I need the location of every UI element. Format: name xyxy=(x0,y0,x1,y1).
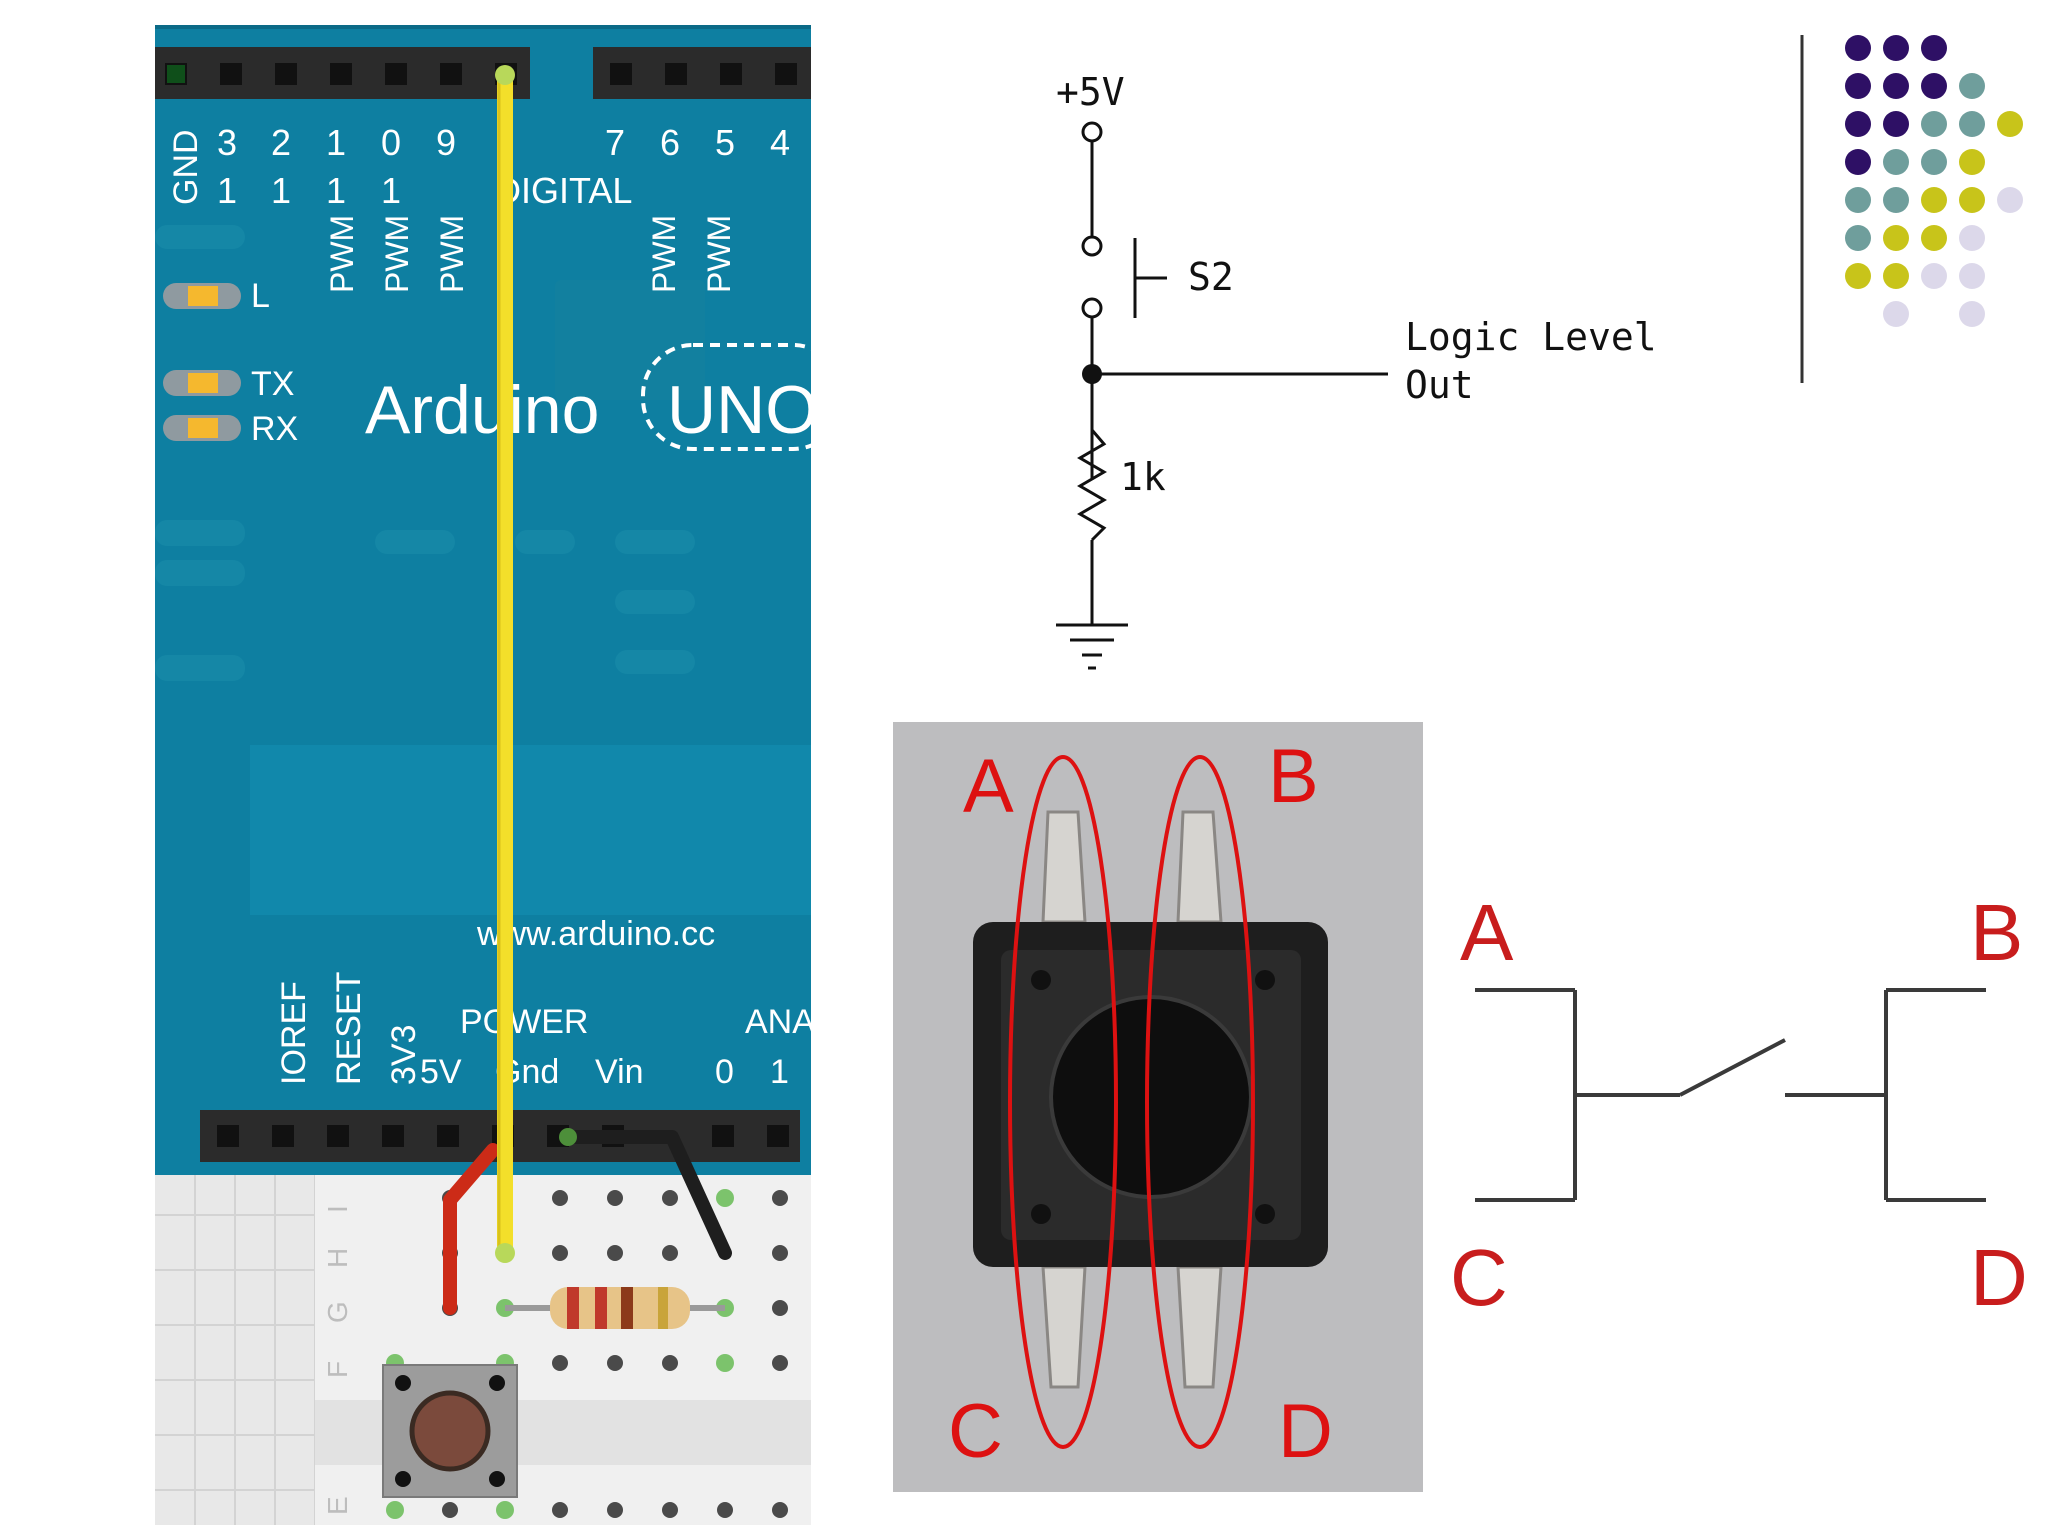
switch-label-b: B xyxy=(1970,888,2023,977)
supply-label: +5V xyxy=(1056,70,1125,114)
pushbutton-photo: A B C D xyxy=(893,722,1423,1492)
photo-label-b: B xyxy=(1268,734,1319,819)
pwm-label-6: PWM xyxy=(646,215,682,293)
row-label-f: F xyxy=(322,1361,353,1378)
pin-label-5: 5 xyxy=(715,122,735,163)
arduino-board xyxy=(155,25,811,1175)
led-tx-label: TX xyxy=(251,365,294,403)
pulldown-schematic: +5V S2 Logic Level Out 1k xyxy=(1056,70,1657,670)
power-label: POWER xyxy=(460,1003,588,1041)
pushbutton-plunger xyxy=(1049,995,1253,1199)
pin-label-13-tens: 3 xyxy=(217,122,237,163)
resistor-1k xyxy=(505,1287,725,1329)
vin-label: Vin xyxy=(595,1053,644,1091)
arduino-url: www.arduino.cc xyxy=(476,915,715,953)
red-wire xyxy=(443,1143,500,1315)
gnd-pin-label: GND xyxy=(167,129,205,205)
pin-label-12-units: 1 xyxy=(271,170,291,211)
pin-label-11-tens: 1 xyxy=(326,122,346,163)
decorative-dot-grid xyxy=(1800,35,2023,383)
5v-label: 5V xyxy=(420,1053,462,1091)
pin-label-11-units: 1 xyxy=(326,170,346,211)
analog-label: ANA xyxy=(745,1003,811,1041)
annotation-ellipse-ac xyxy=(1008,755,1118,1449)
output-label-line2: Out xyxy=(1405,363,1474,407)
annotation-ellipse-bd xyxy=(1145,755,1255,1449)
digital-label: DIGITAL xyxy=(495,170,632,211)
switch-label-a: A xyxy=(1460,888,1514,977)
pin-label-6: 6 xyxy=(660,122,680,163)
photo-label-d: D xyxy=(1278,1389,1333,1474)
pwm-label-10: PWM xyxy=(379,215,415,293)
supply-terminal xyxy=(1081,121,1103,143)
arduino-logo-text: Arduino xyxy=(365,372,599,448)
led-rx-label: RX xyxy=(251,410,298,448)
a0-label: 0 xyxy=(715,1053,734,1091)
pin-label-7: 7 xyxy=(605,122,625,163)
resistor-symbol xyxy=(1077,429,1107,542)
switch-label: S2 xyxy=(1188,255,1234,299)
photo-label-c: C xyxy=(948,1389,1003,1474)
switch-label-c: C xyxy=(1450,1233,1508,1320)
led-l xyxy=(188,286,218,306)
pin-label-12-tens: 2 xyxy=(271,122,291,163)
black-wire xyxy=(561,1130,732,1260)
led-tx xyxy=(188,373,218,393)
ioref-label: IOREF xyxy=(275,981,313,1085)
photo-label-a: A xyxy=(963,744,1014,829)
row-label-h: H xyxy=(322,1248,353,1268)
pin-label-9: 9 xyxy=(436,122,456,163)
switch-lever xyxy=(1679,1038,1786,1097)
uno-badge xyxy=(641,343,811,451)
row-label-i: I xyxy=(322,1205,353,1213)
pin-label-10-units: 1 xyxy=(381,170,401,211)
arduino-breadboard-illustration: GND 3 2 1 0 9 7 6 5 4 1 1 1 1 DIGITAL PW… xyxy=(155,25,811,1525)
pin-label-10-tens: 0 xyxy=(381,122,401,163)
led-l-label: L xyxy=(251,277,270,315)
pwm-label-9: PWM xyxy=(434,215,470,293)
row-label-e: E xyxy=(322,1496,353,1515)
a1-label: 1 xyxy=(770,1053,789,1091)
breadboard-pushbutton xyxy=(382,1364,518,1498)
switch-symbol-diagram: A B C D xyxy=(1450,888,2028,1320)
pwm-label-5: PWM xyxy=(701,215,737,293)
led-rx xyxy=(188,418,218,438)
pin-label-4: 4 xyxy=(770,122,790,163)
resistor-label: 1k xyxy=(1120,455,1166,499)
switch-label-d: D xyxy=(1970,1233,2028,1320)
3v3-label: 3V3 xyxy=(385,1025,423,1086)
output-label-line1: Logic Level xyxy=(1405,315,1657,359)
uno-label: UNO xyxy=(667,372,811,448)
reset-label: RESET xyxy=(330,972,368,1085)
junction-node xyxy=(1082,364,1102,384)
pwm-label-11: PWM xyxy=(324,215,360,293)
row-label-g: G xyxy=(322,1301,353,1323)
pin-label-13-units: 1 xyxy=(217,170,237,211)
